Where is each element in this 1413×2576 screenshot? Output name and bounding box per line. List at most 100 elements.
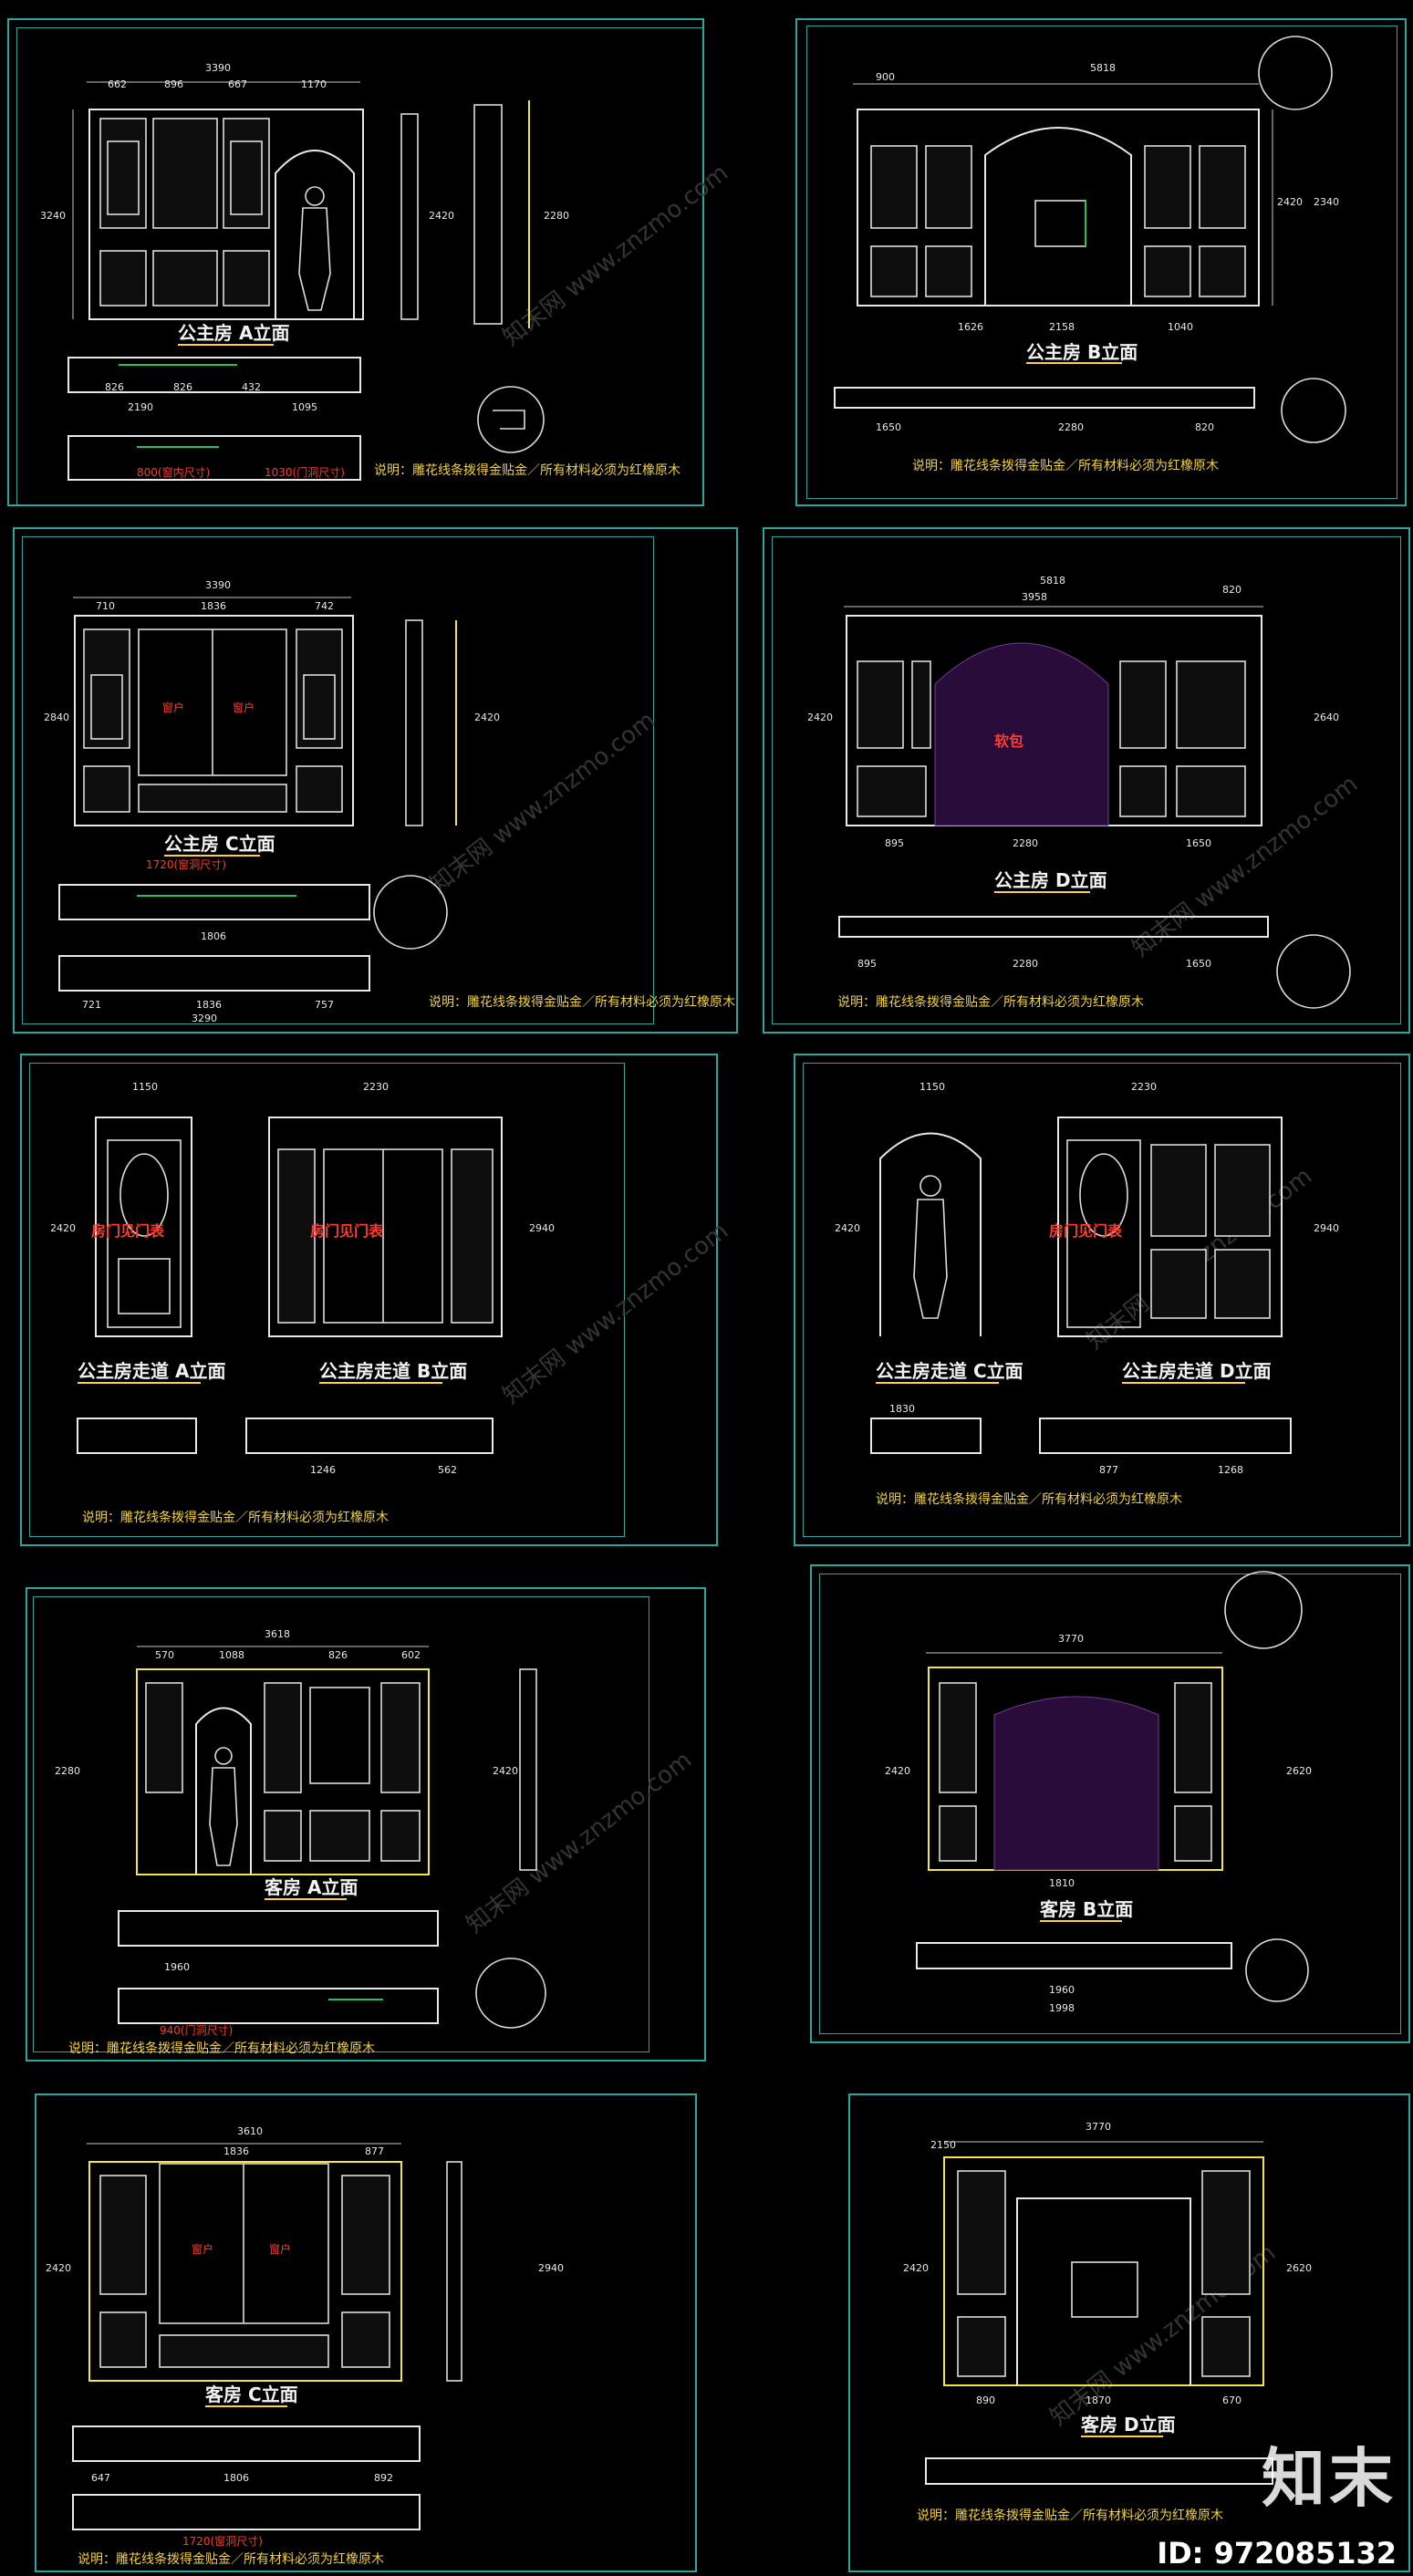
plan-dim-door: 1095 <box>292 401 317 413</box>
s4-dim-top: 5818 <box>1040 575 1065 587</box>
image-id-label: ID: 972085132 <box>1157 2536 1397 2571</box>
s3-dim-1: 710 <box>96 600 115 612</box>
watermark-1: 知末网 www.znzmo.com <box>498 160 733 352</box>
s5-door-label-b: 房门见门表 <box>310 1222 384 1240</box>
sheet-9-drawing: 3610 1836 877 窗户 窗户 2420 2940 客房 C立面 647… <box>46 2125 564 2567</box>
s9-plan-side: 647 <box>91 2472 110 2484</box>
s6-plan-3: 1268 <box>1218 1464 1243 1476</box>
s2-plan-3: 820 <box>1195 421 1214 433</box>
s4-plan-3: 1650 <box>1186 958 1211 970</box>
s7-dim-top: 3618 <box>265 1628 290 1640</box>
s6-side-1: 2420 <box>835 1222 860 1234</box>
s3-plan-2: 721 <box>82 999 101 1011</box>
dim-top-3: 667 <box>228 78 247 90</box>
sheet-6-drawing: 1150 2230 房门见门表 2420 2940 公主房走道 C立面 公主房走… <box>835 1081 1339 1507</box>
s5-side-1: 2420 <box>50 1222 76 1234</box>
sheet-3-note: 说明：雕花线条拨得金贴金／所有材料必须为红橡原木 <box>429 994 735 1010</box>
sheet-7-title: 客房 A立面 <box>264 1876 358 1898</box>
sheet-2-drawing: 5818 900 1626 2158 1040 2420 2340 公主房 B立… <box>834 36 1346 473</box>
s7-plan-label: 940(门洞尺寸) <box>160 2023 233 2037</box>
sheet-1-drawing: 3390 662 896 667 1170 3240 2420 2280 公主房… <box>40 62 681 481</box>
s9-window-left: 窗户 <box>192 2242 213 2256</box>
s9-plan-label: 1720(窗洞尺寸) <box>182 2535 263 2548</box>
plan-label-window: 800(窗内尺寸) <box>137 466 210 479</box>
dim-top-4: 1170 <box>301 78 327 90</box>
s2-dim-4: 1040 <box>1168 321 1193 333</box>
s6-side-2: 2940 <box>1314 1222 1339 1234</box>
s2-plan-2: 2280 <box>1058 421 1084 433</box>
dim-top-2: 896 <box>164 78 183 90</box>
watermark-4: 知末网 www.znzmo.com <box>498 1218 733 1410</box>
s5-plan-2: 562 <box>438 1464 457 1476</box>
sheet-6-note: 说明：雕花线条拨得金贴金／所有材料必须为红橡原木 <box>876 1491 1182 1507</box>
s4-plan-1: 895 <box>857 958 877 970</box>
sheet-3-drawing: 3390 710 1836 742 窗户 窗户 2840 2420 公主房 C立… <box>44 579 735 1024</box>
dim-side-1: 3240 <box>40 210 66 222</box>
s7-dim-2: 1088 <box>219 1649 244 1661</box>
sheet-5-title-a: 公主房走道 A立面 <box>78 1360 225 1382</box>
s4-plan-2: 2280 <box>1013 958 1038 970</box>
s8-plan-2: 1998 <box>1049 2002 1075 2014</box>
s2-plan-1: 1650 <box>876 421 901 433</box>
s10-dim-b1: 890 <box>976 2394 995 2406</box>
s6-plan-2: 877 <box>1099 1464 1118 1476</box>
s10-dim-top: 3770 <box>1086 2121 1111 2133</box>
s10-dim-b3: 670 <box>1222 2394 1242 2406</box>
s3-plan-3: 1836 <box>196 999 222 1011</box>
s4-dim-b3: 1650 <box>1186 837 1211 849</box>
s5-plan-1: 1246 <box>310 1464 336 1476</box>
sheet-2-note: 说明：雕花线条拨得金贴金／所有材料必须为红橡原木 <box>912 458 1219 473</box>
sheet-3-title: 公主房 C立面 <box>164 833 275 855</box>
s8-side-2: 2620 <box>1286 1765 1312 1777</box>
sheet-2 <box>795 18 1407 506</box>
s4-dim-2: 820 <box>1222 584 1242 596</box>
s8-plan-1: 1960 <box>1049 1984 1075 1996</box>
s6-plan-1: 1830 <box>889 1403 915 1415</box>
s5-door-label-a: 房门见门表 <box>91 1222 165 1240</box>
sheet-5 <box>20 1054 718 1546</box>
s10-dim-1: 2150 <box>930 2139 956 2151</box>
s4-dim-b2: 2280 <box>1013 837 1038 849</box>
plan-dim-1: 826 <box>105 381 124 393</box>
s4-dim-1: 3958 <box>1022 591 1047 603</box>
s9-plan-2: 892 <box>374 2472 393 2484</box>
sheet-2-title: 公主房 B立面 <box>1026 341 1138 363</box>
plan-dim-total: 2190 <box>128 401 153 413</box>
s10-dim-b2: 1870 <box>1086 2394 1111 2406</box>
s4-side-2: 2640 <box>1314 712 1339 723</box>
sheet-5-drawing: 1150 房门见门表 2230 房门见门表 2420 2940 公主房走道 A立… <box>50 1081 555 1525</box>
s3-window-right: 窗户 <box>233 701 255 714</box>
s5-dim-b: 2230 <box>363 1081 389 1093</box>
plan-dim-2: 826 <box>173 381 192 393</box>
s7-dim-4: 602 <box>401 1649 421 1661</box>
sheet-10-note: 说明：雕花线条拨得金贴金／所有材料必须为红橡原木 <box>917 2508 1223 2523</box>
plan-dim-3: 432 <box>242 381 261 393</box>
sheet-4-drawing: 5818 3958 820 软包 895 2280 1650 2420 2640… <box>807 575 1351 1010</box>
s7-plan-1: 1960 <box>164 1961 190 1973</box>
sheet-10-drawing: 3770 2150 2420 2620 890 1870 670 客房 D立面 … <box>903 2121 1312 2523</box>
sheet-7-drawing: 3618 570 1088 826 602 2280 2420 客房 A立面 1… <box>55 1628 546 2056</box>
s3-dim-top: 3390 <box>205 579 231 591</box>
sheet-8-drawing: 3770 2420 2620 1810 客房 B立面 1960 1998 <box>885 1571 1312 2014</box>
s6-dim-c: 1150 <box>919 1081 945 1093</box>
s5-dim-a: 1150 <box>132 1081 158 1093</box>
s9-dim-1: 1836 <box>223 2145 249 2157</box>
s8-dim-bottom: 1810 <box>1049 1877 1075 1889</box>
s4-soft-label: 软包 <box>994 732 1023 750</box>
sheet-8-title: 客房 B立面 <box>1039 1898 1133 1920</box>
s9-side-1: 2420 <box>46 2262 71 2274</box>
sheet-1-note: 说明：雕花线条拨得金贴金／所有材料必须为红橡原木 <box>374 462 681 478</box>
s2-dim-2: 1626 <box>958 321 983 333</box>
s2-dim-top: 5818 <box>1090 62 1116 74</box>
watermark-2: 知末网 www.znzmo.com <box>425 707 660 899</box>
dim-side-3: 2280 <box>544 210 569 222</box>
s5-side-2: 2940 <box>529 1222 555 1234</box>
s7-side-1: 2280 <box>55 1765 80 1777</box>
dim-top-total: 3390 <box>205 62 231 74</box>
s3-window-left: 窗户 <box>162 701 184 714</box>
s8-dim-top: 3770 <box>1058 1633 1084 1645</box>
sheet-7-note: 说明：雕花线条拨得金贴金／所有材料必须为红橡原木 <box>68 2041 375 2056</box>
s3-dim-2: 1836 <box>201 600 226 612</box>
s3-plan-4: 757 <box>315 999 334 1011</box>
